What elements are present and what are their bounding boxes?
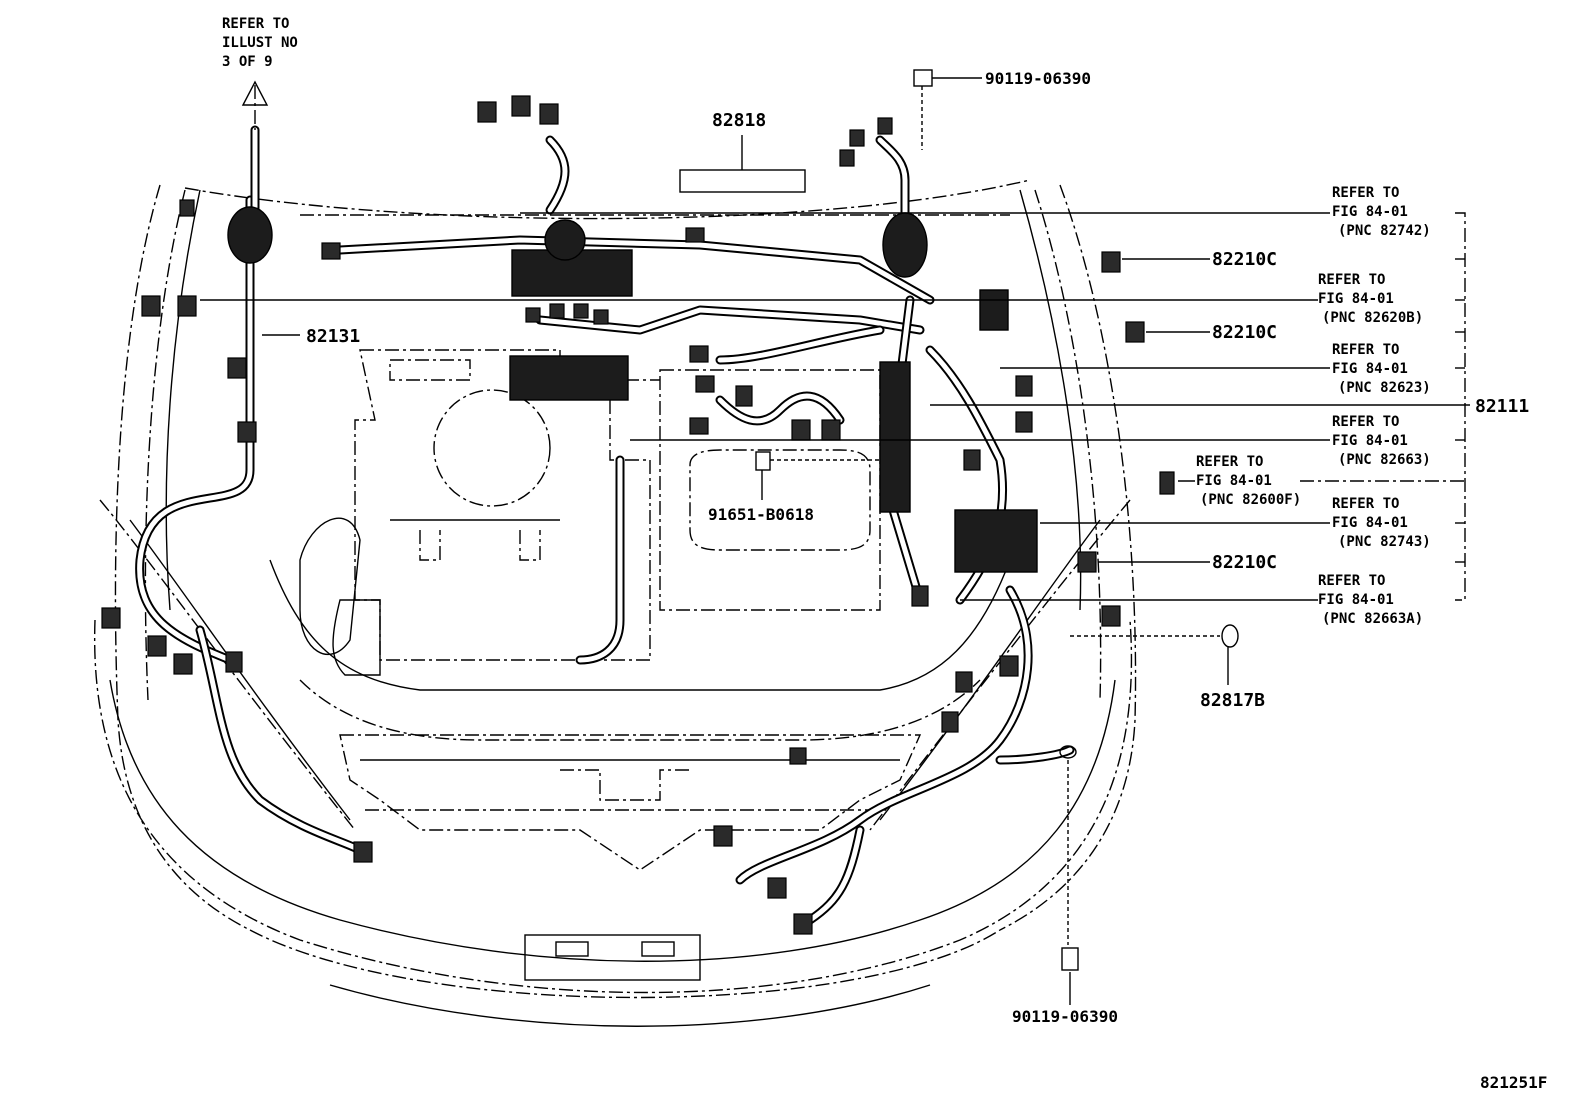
refer-82663-line-1: REFER TO [1332, 414, 1399, 430]
callout-refer-82623: REFER TO FIG 84-01 (PNC 82623) [1332, 342, 1431, 396]
callout-refer-82663: REFER TO FIG 84-01 (PNC 82663) [1332, 414, 1431, 468]
refer-82623-line-2: FIG 84-01 [1332, 361, 1408, 377]
callout-refer-82600f: REFER TO FIG 84-01 (PNC 82600F) [1196, 454, 1301, 508]
refer-82663-line-3: (PNC 82663) [1338, 452, 1431, 468]
label-82817b: 82817B [1200, 690, 1265, 711]
label-bolt-bottom: 90119-06390 [1012, 1007, 1118, 1026]
refer-82663a-line-3: (PNC 82663A) [1322, 611, 1423, 627]
refer-82743-line-3: (PNC 82743) [1338, 534, 1431, 550]
refer-82743-line-2: FIG 84-01 [1332, 515, 1408, 531]
refer-82620b-line-3: (PNC 82620B) [1322, 310, 1423, 326]
refer-82742-line-1: REFER TO [1332, 185, 1399, 201]
refer-illust-line-1: REFER TO [222, 16, 289, 32]
refer-82663a-line-1: REFER TO [1318, 573, 1385, 589]
callout-refer-82743: REFER TO FIG 84-01 (PNC 82743) [1332, 496, 1431, 550]
refer-82600f-line-3: (PNC 82600F) [1200, 492, 1301, 508]
leader-lines [200, 77, 1470, 1005]
figure-id: 821251F [1480, 1073, 1547, 1092]
refer-82742-line-2: FIG 84-01 [1332, 204, 1408, 220]
refer-82600f-line-1: REFER TO [1196, 454, 1263, 470]
label-82111: 82111 [1475, 396, 1529, 417]
refer-82623-line-1: REFER TO [1332, 342, 1399, 358]
harness-82131-branch [241, 80, 269, 215]
refer-82743-line-1: REFER TO [1332, 496, 1399, 512]
refer-82663-line-2: FIG 84-01 [1332, 433, 1408, 449]
refer-illust-line-2: ILLUST NO [222, 35, 298, 51]
callout-refer-82620b: REFER TO FIG 84-01 (PNC 82620B) [1318, 272, 1423, 326]
refer-82600f-line-2: FIG 84-01 [1196, 473, 1272, 489]
label-82131: 82131 [306, 326, 360, 347]
label-bolt-mid: 91651-B0618 [708, 505, 814, 524]
label-82210c-1: 82210C [1212, 249, 1277, 270]
label-82210c-3: 82210C [1212, 552, 1277, 573]
connectors [101, 95, 1175, 935]
callout-refer-illust: REFER TO ILLUST NO 3 OF 9 [222, 16, 298, 70]
label-82818: 82818 [712, 110, 766, 131]
label-bolt-top: 90119-06390 [985, 69, 1091, 88]
refer-82663a-line-2: FIG 84-01 [1318, 592, 1394, 608]
refer-82620b-line-1: REFER TO [1318, 272, 1385, 288]
callout-refer-82663a: REFER TO FIG 84-01 (PNC 82663A) [1318, 573, 1423, 627]
refer-82742-line-3: (PNC 82742) [1338, 223, 1431, 239]
label-82210c-2: 82210C [1212, 322, 1277, 343]
callout-refer-82742: REFER TO FIG 84-01 (PNC 82742) [1332, 185, 1431, 239]
large-parts [227, 69, 1239, 971]
refer-82623-line-3: (PNC 82623) [1338, 380, 1431, 396]
refer-illust-line-3: 3 OF 9 [222, 54, 273, 70]
refer-82620b-line-2: FIG 84-01 [1318, 291, 1394, 307]
